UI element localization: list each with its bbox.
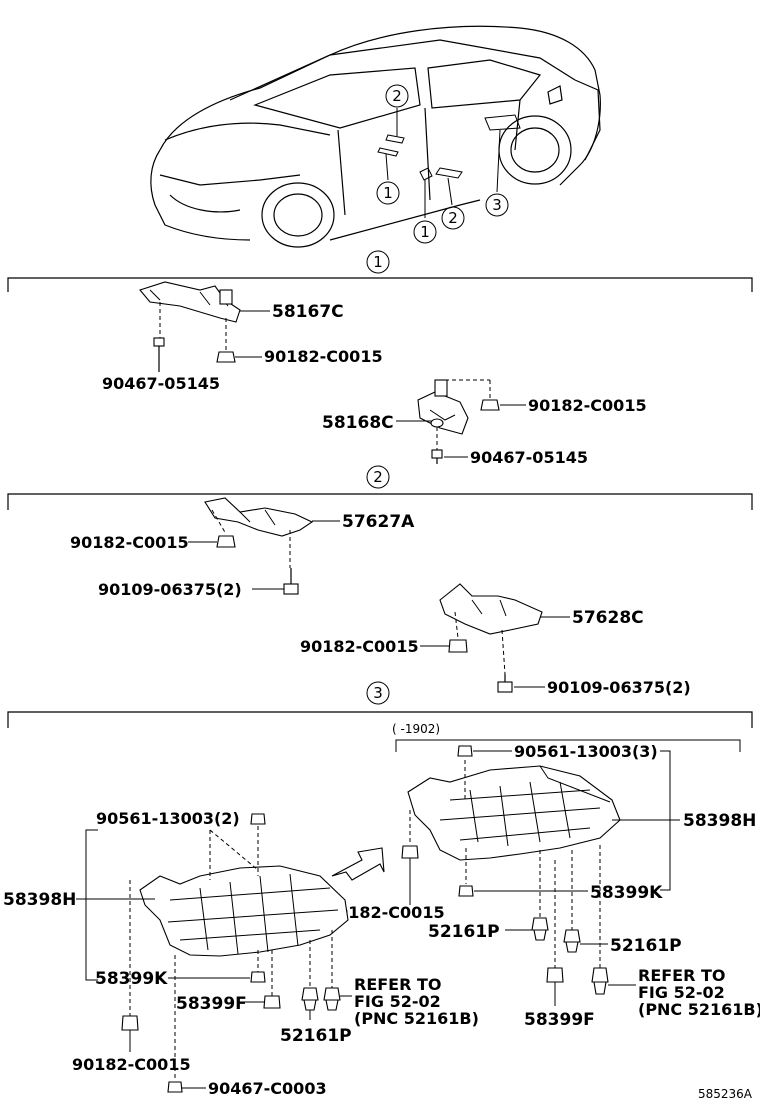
- svg-text:3: 3: [492, 196, 502, 214]
- svg-text:2: 2: [448, 209, 458, 227]
- section-1-header: 1: [7, 250, 753, 292]
- car-callout-2a: 2: [385, 84, 409, 108]
- date-range-bracket: [395, 739, 741, 752]
- label-90182-c0015-s3-left: 90182-C0015: [72, 1055, 191, 1074]
- svg-text:1: 1: [373, 253, 383, 271]
- refer-to-left-line3: (PNC 52161B): [354, 1009, 479, 1028]
- refer-to-left-line2: FIG 52-02: [354, 992, 441, 1011]
- label-52161p-right-2: 52161P: [610, 936, 682, 956]
- date-range: ( -1902): [392, 722, 440, 736]
- label-58398h-left: 58398H: [3, 890, 76, 910]
- svg-text:1: 1: [420, 223, 430, 241]
- label-58167c: 58167C: [272, 302, 344, 322]
- label-58398h-right: 58398H: [683, 811, 756, 831]
- car-callout-1a: 1: [376, 181, 400, 205]
- refer-to-right-line3: (PNC 52161B): [638, 1000, 760, 1019]
- label-90182-c0015-s3-right: 90182-C0015: [326, 903, 445, 922]
- label-57627a: 57627A: [342, 512, 415, 532]
- bracket-58168c-drawing: [417, 379, 500, 464]
- label-52161p-left: 52161P: [280, 1026, 352, 1046]
- label-90467-05145-s1b: 90467-05145: [470, 448, 588, 467]
- label-90182-c0015-s1b: 90182-C0015: [528, 396, 647, 415]
- label-90467-05145-s1a: 90467-05145: [102, 374, 220, 393]
- bracket-58167c-drawing: [139, 281, 241, 372]
- label-57628c: 57628C: [572, 608, 644, 628]
- section-3-header: 3: [7, 681, 753, 728]
- label-58399f-left: 58399F: [176, 994, 247, 1014]
- label-90182-c0015-s1a: 90182-C0015: [264, 347, 383, 366]
- refer-to-right-line1: REFER TO: [638, 966, 726, 985]
- figure-id: 585236A: [698, 1087, 753, 1101]
- cover-57628c-drawing: [439, 583, 543, 693]
- label-52161p-right-1: 52161P: [428, 922, 500, 942]
- svg-text:3: 3: [373, 684, 383, 702]
- svg-text:2: 2: [373, 468, 383, 486]
- car-illustration: [150, 25, 601, 248]
- section-2-header: 2: [7, 465, 753, 510]
- refer-to-right-line2: FIG 52-02: [638, 983, 725, 1002]
- svg-text:2: 2: [392, 87, 402, 105]
- undercover-right-drawing: [401, 745, 621, 995]
- label-90561-13003-2: 90561-13003(2): [96, 809, 240, 828]
- label-90182-c0015-s2a: 90182-C0015: [70, 533, 189, 552]
- cover-57627a-drawing: [204, 497, 314, 595]
- direction-arrow-icon: [331, 847, 385, 881]
- car-callout-3: 3: [485, 193, 509, 217]
- label-58168c: 58168C: [322, 413, 394, 433]
- label-90182-c0015-s2b: 90182-C0015: [300, 637, 419, 656]
- label-58399k-left: 58399K: [95, 969, 168, 989]
- label-58399k-right: 58399K: [590, 883, 663, 903]
- label-90561-13003-3: 90561-13003(3): [514, 742, 658, 761]
- label-90109-06375-s2a: 90109-06375(2): [98, 580, 242, 599]
- refer-to-left-line1: REFER TO: [354, 975, 442, 994]
- car-callout-1b: 1: [413, 220, 437, 244]
- label-90467-c0003: 90467-C0003: [208, 1079, 327, 1098]
- svg-text:1: 1: [383, 184, 393, 202]
- car-callout-2b: 2: [441, 206, 465, 230]
- undercover-left-drawing: [121, 813, 349, 1093]
- label-90109-06375-s2b: 90109-06375(2): [547, 678, 691, 697]
- label-58399f-right: 58399F: [524, 1010, 595, 1030]
